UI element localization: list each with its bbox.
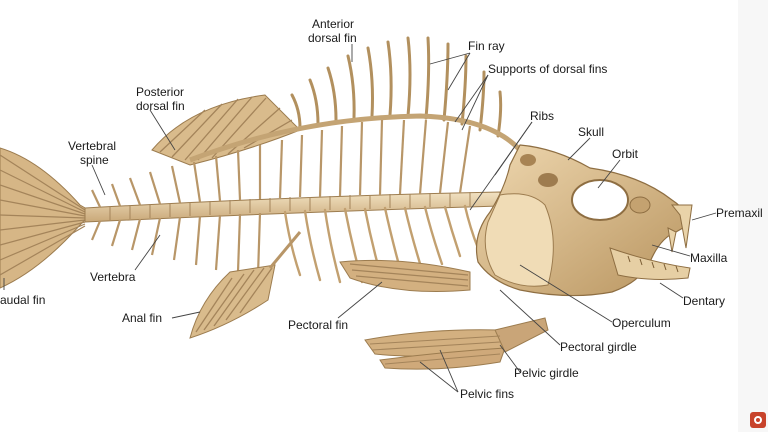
label-dentary: Dentary [683,294,725,308]
right-margin [738,0,768,432]
label-pelvic-fins: Pelvic fins [460,387,514,401]
vertebral-column [84,119,501,276]
label-operculum: Operculum [612,316,671,330]
orbit-hole [571,179,629,221]
label-premaxilla: Premaxil [716,206,763,220]
logo-icon[interactable] [750,412,766,428]
dorsal-supports [189,113,522,163]
label-orbit: Orbit [612,147,639,161]
label-posterior-dorsal-fin-2: dorsal fin [136,99,185,113]
label-pectoral-fin: Pectoral fin [288,318,348,332]
label-maxilla: Maxilla [690,251,728,265]
label-ribs: Ribs [530,109,554,123]
anterior-dorsal-fin-shape [290,36,503,138]
label-caudal-fin: audal fin [0,293,45,307]
label-anal-fin: Anal fin [122,311,162,325]
label-vertebra: Vertebra [90,270,136,284]
leader-lines [3,44,717,393]
label-pectoral-girdle: Pectoral girdle [560,340,637,354]
skull-shape [475,144,693,297]
caudal-fin [0,147,93,289]
label-posterior-dorsal-fin-1: Posterior [136,85,184,99]
anal-fin-shape [189,231,302,339]
pectoral-fin-shape [339,259,471,292]
labels: Anterior dorsal fin Fin ray Supports of … [0,17,763,401]
pelvic-fins-shape [364,317,549,370]
label-vertebral-spine-1: Vertebral [68,139,116,153]
label-anterior-dorsal-fin-1: Anterior [312,17,354,31]
label-fin-ray: Fin ray [468,39,505,53]
label-skull: Skull [578,125,604,139]
label-supports-dorsal-fins: Supports of dorsal fins [488,62,607,76]
label-vertebral-spine-2: spine [80,153,109,167]
label-anterior-dorsal-fin-2: dorsal fin [308,31,357,45]
label-pelvic-girdle: Pelvic girdle [514,366,579,380]
